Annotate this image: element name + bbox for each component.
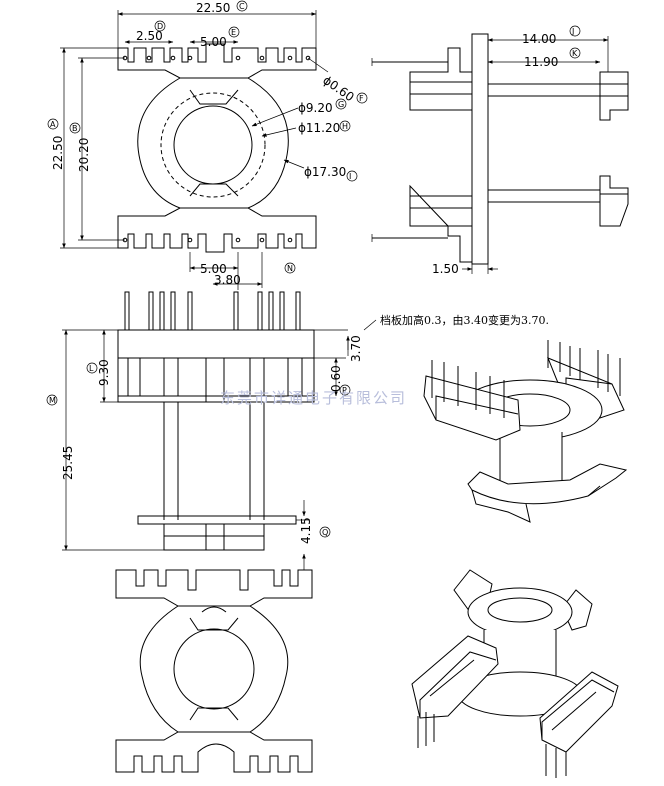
side-left-wall (471, 33, 489, 265)
front-head (117, 329, 315, 403)
front-pins (124, 291, 301, 331)
top-flange (137, 77, 289, 209)
inner-diameter-circle (173, 105, 253, 185)
revision-note: 档板加高0.3，由3.40变更为3.70. (380, 313, 549, 327)
tag-g: G (338, 100, 344, 109)
front-base (163, 523, 265, 551)
front-view: 3.70 9.30 L 25.45 M 0.60 P 4.15 Q 档板加高0.… (46, 291, 549, 570)
side-left-flange-bottom (409, 184, 473, 263)
bottom-view (115, 569, 313, 773)
side-left-flange (409, 47, 473, 111)
side-core (488, 83, 600, 203)
tag-i: I (349, 172, 351, 181)
dim-shoulder: 0.60 (329, 365, 343, 392)
dim-inner-height: 20.20 (77, 138, 91, 172)
dim-slot: 5.00 (200, 35, 227, 49)
side-view: 14.00 J 11.90 K 1.50 (371, 25, 629, 276)
dim-inner-length: 11.90 (524, 55, 558, 69)
top-view: 22.50 C 2.50 D 5.00 E ϕ0.60 F ϕ9.20 G ϕ1… (47, 0, 368, 290)
front-core (163, 402, 265, 520)
dim-bottom-pitch: 3.80 (214, 273, 241, 287)
dim-pin-length: 3.70 (349, 335, 363, 362)
front-base-plate (137, 515, 297, 525)
tag-d: D (157, 22, 163, 31)
tag-b: B (72, 124, 78, 133)
dim-outer-dia: ϕ11.20 (298, 121, 340, 135)
tag-e: E (231, 28, 236, 37)
tag-k: K (572, 49, 578, 58)
dim-flange-dia: ϕ17.30 (304, 165, 346, 179)
tag-h: H (342, 122, 348, 131)
dim-height: 22.50 (51, 136, 65, 170)
tag-p: P (342, 386, 347, 395)
tag-q: Q (322, 528, 328, 537)
dim-head-height: 9.30 (97, 359, 111, 386)
side-right-flange (599, 71, 629, 227)
top-lower-rail (117, 207, 317, 253)
tag-n: N (287, 264, 293, 273)
dim-total-height: 25.45 (61, 446, 75, 480)
dim-overall: 14.00 (522, 32, 556, 46)
bottom-flange (139, 605, 289, 733)
bottom-core-circle (173, 628, 255, 710)
tag-f: F (359, 94, 364, 103)
dim-flange-thickness: 1.50 (432, 262, 459, 276)
top-pin-holes (122, 55, 311, 243)
dim-base: 4.15 (299, 517, 313, 544)
dim-width: 22.50 (196, 1, 230, 15)
tag-c: C (239, 2, 245, 11)
top-upper-rail (117, 43, 317, 79)
dim-pitch: 2.50 (136, 29, 163, 43)
outer-diameter-circle (160, 92, 266, 198)
bottom-lower-rail (115, 731, 313, 773)
dim-bottom-slot: 5.00 (200, 262, 227, 276)
bottom-upper-rail (115, 569, 313, 607)
tag-j: J (571, 27, 574, 36)
isometric-view-top (423, 340, 628, 523)
dim-inner-dia: ϕ9.20 (298, 101, 333, 115)
tag-l: L (89, 364, 94, 373)
company-watermark: 东莞市详通电子有限公司 (220, 389, 407, 407)
tag-a: A (50, 120, 56, 129)
isometric-view-bottom (411, 569, 619, 778)
tag-m: M (49, 396, 56, 405)
